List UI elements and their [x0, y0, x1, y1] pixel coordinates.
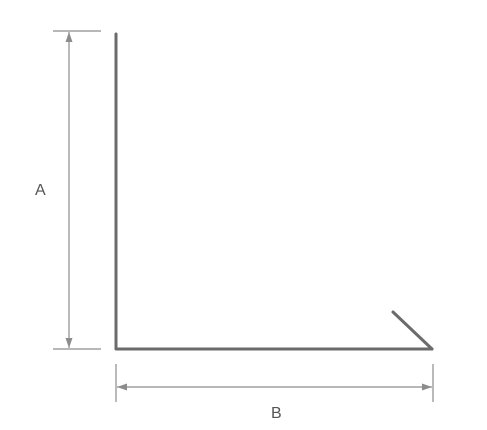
dimension-b: B — [115, 364, 434, 422]
angle-profile — [114, 32, 434, 351]
dimension-b-label: B — [271, 405, 282, 422]
dimension-a-top-arrow — [65, 32, 73, 42]
dimension-b-left-arrow — [117, 383, 127, 391]
dimension-a-label: A — [35, 182, 46, 199]
profile-hem-flange — [391, 310, 434, 351]
dimension-b-right-arrow — [422, 383, 432, 391]
dimension-a: A — [35, 30, 101, 350]
dimension-a-bottom-arrow — [65, 338, 73, 348]
profile-vertical-and-base — [114, 32, 434, 351]
